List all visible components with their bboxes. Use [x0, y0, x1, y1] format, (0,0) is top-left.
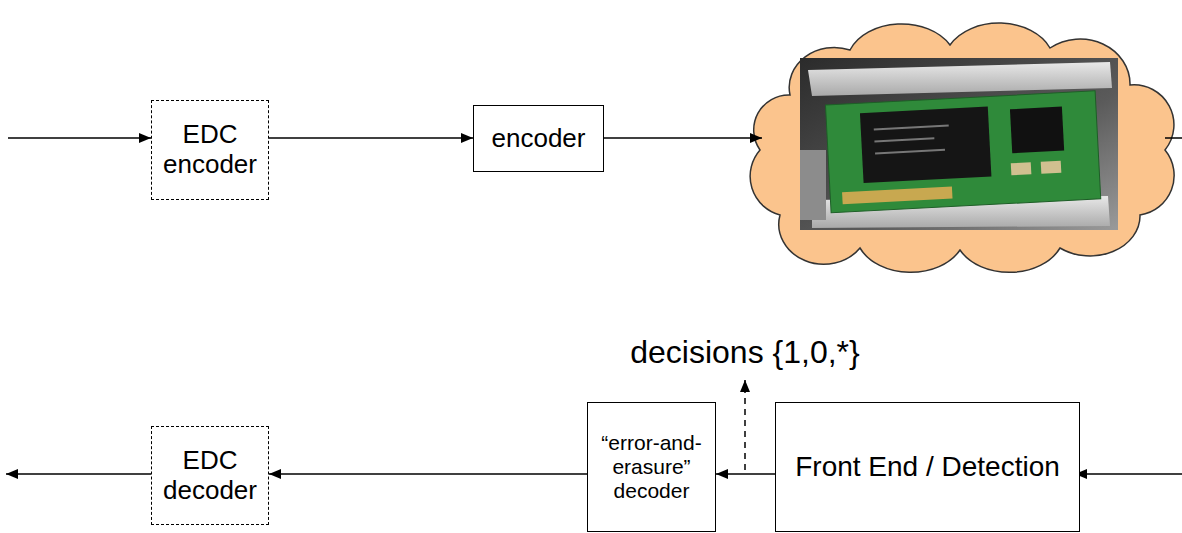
box-label: EDC decoder: [158, 446, 262, 506]
box-content: EDC decoder: [152, 446, 268, 506]
optional-block: EDC decoder: [151, 426, 269, 525]
box-content: Front End / Detection: [776, 451, 1079, 483]
box-content: “error-and- erasure” decoder: [588, 431, 715, 503]
signal-arrow: [716, 473, 775, 475]
flash-drive-photo: [800, 58, 1118, 230]
input-arrow: [8, 137, 151, 139]
write-arrow: [604, 137, 762, 139]
chip-marking: [874, 138, 934, 141]
component: [1041, 161, 1062, 174]
metal-lid: [808, 62, 1112, 96]
box-label: EDC encoder: [158, 120, 262, 180]
box-content: encoder: [474, 124, 603, 154]
channel-wire: [1165, 137, 1182, 139]
box-label: Front End / Detection: [782, 451, 1073, 483]
component: [1011, 162, 1032, 175]
process-box: “error-and- erasure” decoder: [587, 402, 716, 532]
process-box: encoder: [473, 105, 604, 172]
process-box: Front End / Detection: [775, 402, 1080, 532]
optional-block: EDC encoder: [151, 100, 269, 200]
box-content: EDC encoder: [152, 120, 268, 180]
box-label: “error-and- erasure” decoder: [594, 431, 709, 503]
usb-connector: [800, 150, 826, 220]
signal-arrow: [269, 137, 473, 139]
readback-arrow: [1075, 473, 1182, 475]
memory-chip: [860, 106, 991, 183]
controller-chip: [1010, 107, 1064, 154]
pcb-contacts: [842, 186, 952, 204]
box-label: encoder: [480, 124, 597, 154]
output-arrow: [6, 473, 151, 475]
decisions-arrow: [744, 380, 746, 470]
signal-arrow: [269, 473, 587, 475]
channel-cloud: [750, 23, 1174, 272]
chip-marking: [875, 150, 945, 154]
chip-marking: [874, 126, 949, 130]
signal-label: decisions {1,0,*}: [627, 334, 863, 371]
circuit-board: [825, 91, 1100, 213]
photo-background: [800, 58, 1118, 230]
